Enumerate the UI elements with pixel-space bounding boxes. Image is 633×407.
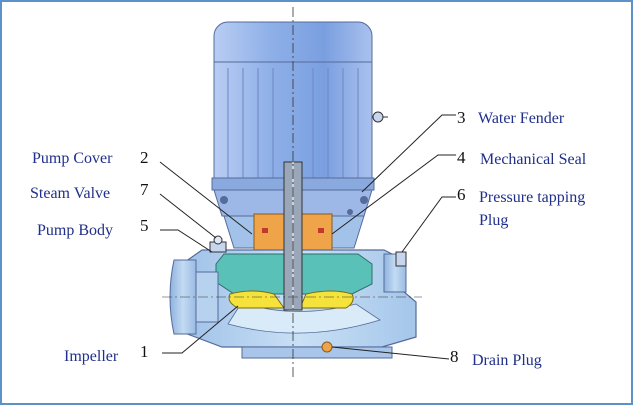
callout-number-6: 6 <box>457 185 466 204</box>
callout-number-5: 5 <box>140 216 149 235</box>
label-pump-body: Pump Body <box>37 222 113 239</box>
callout-number-7: 7 <box>140 180 149 199</box>
seal-housing <box>253 213 333 251</box>
label-water-fender: Water Fender <box>478 110 565 127</box>
callout-number-2: 2 <box>140 148 149 167</box>
motor-side-bolt <box>372 111 388 123</box>
pressure-plug-fitting <box>395 251 407 267</box>
label-pump-cover: Pump Cover <box>32 150 113 167</box>
callout-number-3: 3 <box>457 108 466 127</box>
label-mechanical-seal: Mechanical Seal <box>480 151 587 168</box>
label-impeller: Impeller <box>64 348 119 365</box>
callout-number-1: 1 <box>140 342 149 361</box>
leader-lines <box>159 114 456 360</box>
steam-valve-fitting <box>209 235 227 253</box>
label-steam-valve: Steam Valve <box>30 185 110 202</box>
callout-number-4: 4 <box>457 148 466 167</box>
label-pressure-tapping-plug: Plug <box>479 212 508 229</box>
label-drain-plug: Drain Plug <box>472 352 542 369</box>
callout-number-8: 8 <box>450 347 459 366</box>
drain-plug-fitting <box>321 341 333 353</box>
label-pressure-tapping: Pressure tapping <box>479 189 585 206</box>
